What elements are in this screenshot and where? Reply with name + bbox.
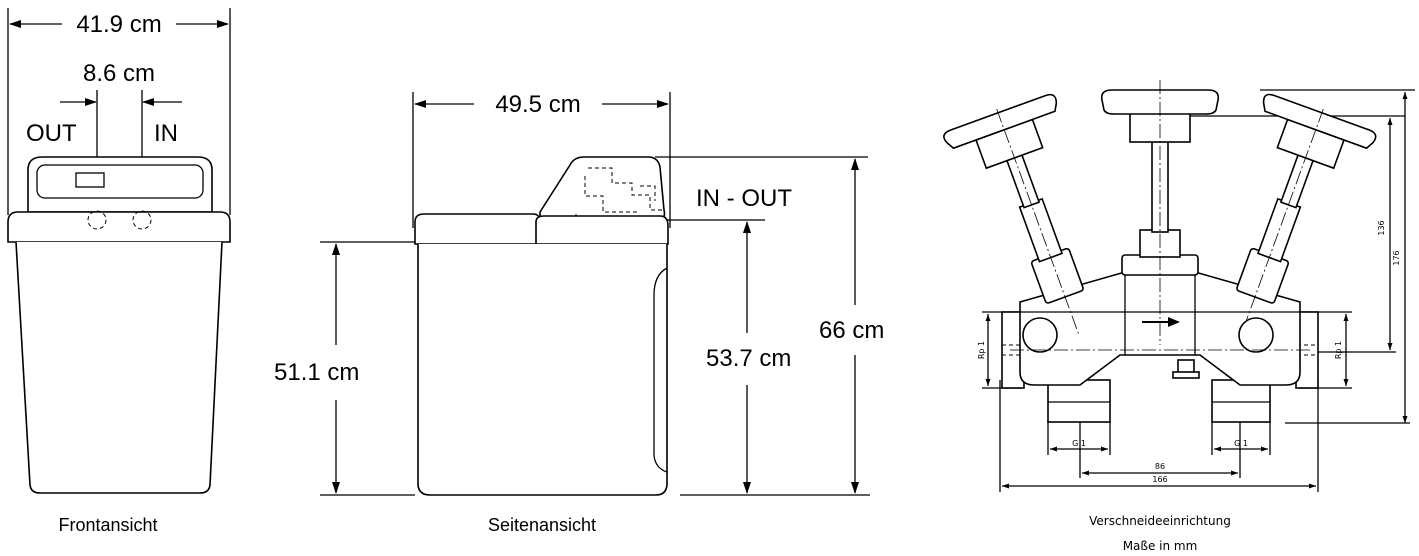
valve-dim-86: 86 — [1155, 462, 1165, 471]
side-caption: Seitenansicht — [488, 515, 596, 535]
side-view — [320, 92, 870, 496]
valve-g-left: G 1 — [1072, 439, 1086, 448]
front-view — [7, 8, 231, 494]
front-width-label: 41.9 cm — [76, 11, 161, 38]
valve-rp-right: Rp 1 — [1334, 341, 1343, 359]
side-height-body-label: 51.1 cm — [274, 359, 359, 386]
front-out-label: OUT — [26, 120, 77, 147]
side-height-ports-label: 53.7 cm — [706, 345, 791, 372]
valve-caption-units: Maße in mm — [1123, 539, 1198, 553]
front-port-spacing-label: 8.6 cm — [83, 60, 155, 87]
side-in-out-label: IN - OUT — [696, 185, 792, 212]
front-caption: Frontansicht — [58, 515, 157, 535]
valve-dim-166: 166 — [1152, 475, 1167, 484]
valve-dim-176: 176 — [1392, 250, 1401, 265]
valve-rp-left: Rp 1 — [977, 341, 986, 359]
front-in-label: IN — [154, 120, 178, 147]
side-depth-label: 49.5 cm — [495, 91, 580, 118]
valve-caption-title: Verschneideeinrichtung — [1089, 514, 1231, 528]
blending-valve-view — [943, 80, 1415, 492]
valve-dim-136: 136 — [1377, 220, 1386, 235]
valve-g-right: G 1 — [1234, 439, 1248, 448]
side-height-total-label: 66 cm — [819, 317, 884, 344]
